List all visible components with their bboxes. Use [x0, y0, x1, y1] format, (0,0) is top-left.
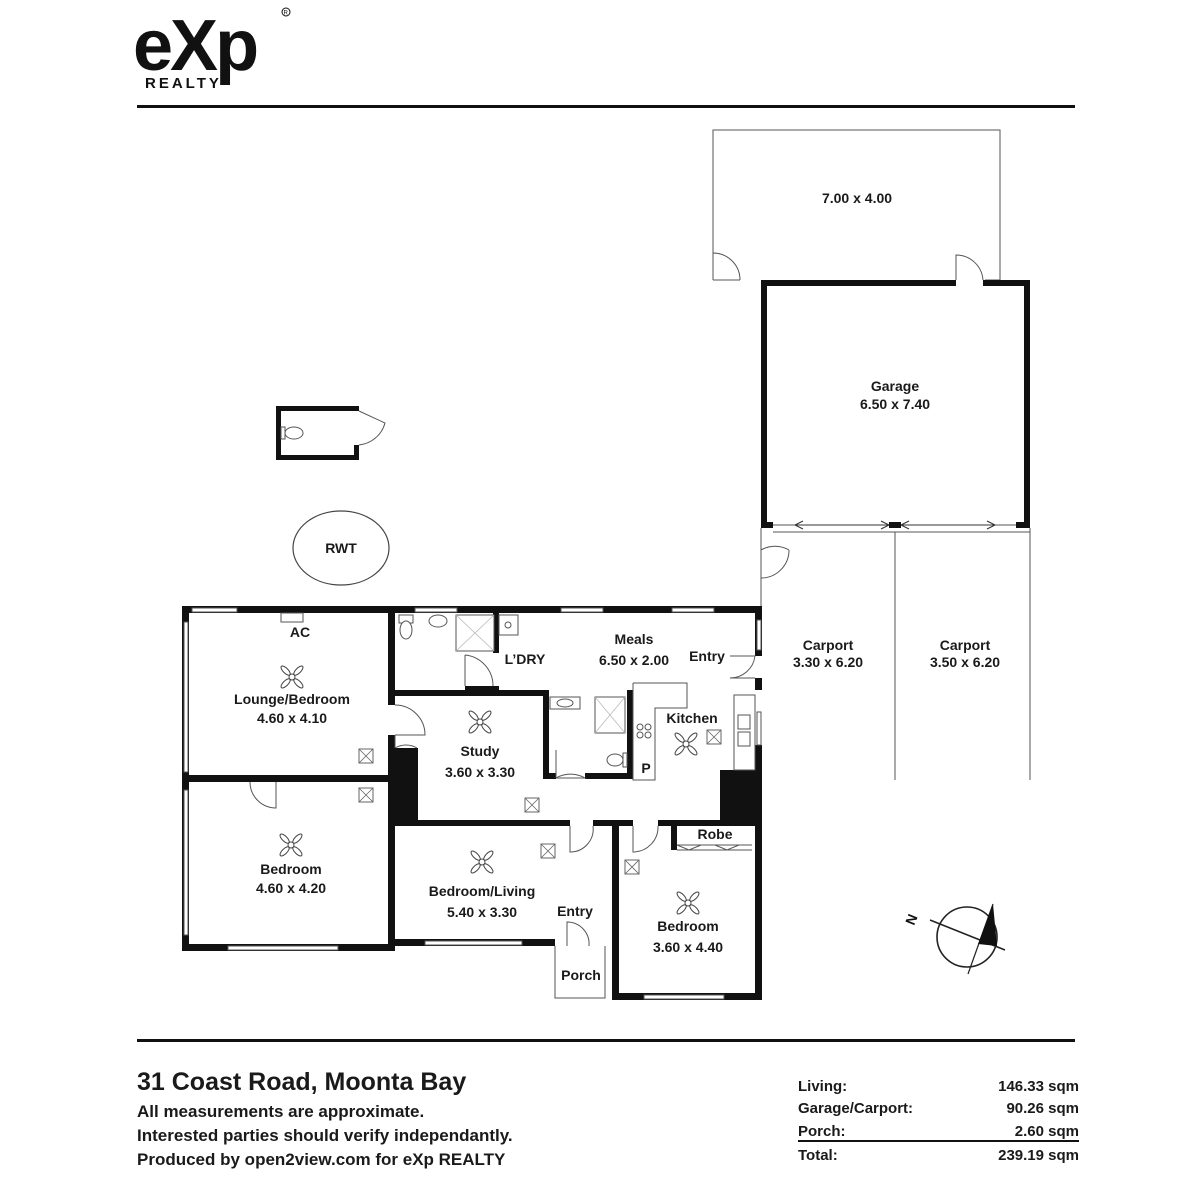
meals-dims: 6.50 x 2.00 [599, 652, 669, 668]
compass-label: N [902, 912, 921, 927]
porch-outline [554, 946, 606, 999]
porch-label: Porch [561, 967, 601, 983]
area-row-living: Living: 146.33 sqm [798, 1072, 1079, 1095]
entry-top-label: Entry [689, 648, 725, 664]
ceiling-fan-icon [674, 732, 698, 756]
laundry-label: L’DRY [505, 651, 546, 667]
ceiling-fans [279, 665, 700, 915]
footer-note-1: All measurements are approximate. [137, 1102, 425, 1121]
area-summary: Living: 146.33 sqm Garage/Carport: 90.26… [798, 1072, 1079, 1164]
ceiling-marker-icon [540, 843, 556, 859]
ceiling-fan-icon [279, 833, 303, 857]
property-address: 31 Coast Road, Moonta Bay [137, 1068, 467, 1096]
footer-note-2: Interested parties should verify indepen… [137, 1126, 513, 1145]
bedroom1-name: Bedroom [260, 861, 321, 877]
garage-dims: 6.50 x 7.40 [860, 396, 930, 412]
carport-outline [760, 528, 1031, 780]
rwt-label: RWT [325, 540, 357, 556]
ceiling-fan-icon [470, 850, 494, 874]
ceiling-marker-icon [706, 729, 722, 745]
ceiling-fan-icon [676, 891, 700, 915]
logo-subtitle: REALTY [145, 75, 222, 92]
meals-name: Meals [615, 631, 654, 647]
brand-logo: eXp R REALTY [133, 6, 303, 101]
bedroom-living-dims: 5.40 x 3.30 [447, 904, 517, 920]
study-dims: 3.60 x 3.30 [445, 764, 515, 780]
rainwater-tank [292, 510, 390, 586]
bedroom1-dims: 4.60 x 4.20 [256, 880, 326, 896]
ceiling-fan-icon [280, 665, 304, 689]
ac-label: AC [290, 624, 310, 640]
kitchen-bench [632, 682, 756, 781]
carport2-name: Carport [940, 637, 991, 653]
ceiling-marker-icon [524, 797, 540, 813]
area-label: Living: [798, 1077, 848, 1095]
carport2-dims: 3.50 x 6.20 [930, 654, 1000, 670]
windows [183, 607, 762, 1000]
entry-bottom-label: Entry [557, 903, 593, 919]
compass-icon: N [902, 903, 1006, 975]
ac-unit [280, 612, 304, 623]
outdoor-door-swings [712, 252, 1000, 281]
ceiling-fan-icon [468, 710, 492, 734]
garage-name: Garage [871, 378, 919, 394]
outdoor-dims: 7.00 x 4.00 [822, 190, 892, 206]
svg-text:R: R [284, 11, 289, 17]
footer-rule [137, 1039, 1075, 1042]
lounge-name: Lounge/Bedroom [234, 691, 350, 707]
area-label: Garage/Carport: [798, 1100, 914, 1117]
outdoor-area-outline [712, 129, 1001, 280]
ceiling-marker-icon [358, 748, 374, 764]
ceiling-marker-icon [358, 787, 374, 803]
kitchen-label: Kitchen [666, 710, 717, 726]
area-row-garage: Garage/Carport: 90.26 sqm [798, 1095, 1079, 1117]
garage-walls [761, 280, 1030, 528]
room-labels: 7.00 x 4.00 Garage 6.50 x 7.40 RWT Carpo… [234, 190, 1000, 983]
lounge-dims: 4.60 x 4.10 [257, 710, 327, 726]
ceiling-marker-icon [624, 859, 640, 875]
area-label: Porch: [798, 1122, 846, 1140]
study-name: Study [461, 743, 500, 759]
logo-wordmark: eXp [133, 6, 257, 86]
bedroom2-dims: 3.60 x 4.40 [653, 939, 723, 955]
area-value: 146.33 sqm [998, 1077, 1079, 1095]
ceiling-markers [358, 729, 722, 875]
area-value: 239.19 sqm [998, 1147, 1079, 1164]
carport1-dims: 3.30 x 6.20 [793, 654, 863, 670]
robe-label: Robe [698, 826, 733, 842]
area-row-total: Total: 239.19 sqm [798, 1142, 1079, 1164]
carport-door-swing [760, 545, 790, 579]
robe-doors [676, 844, 752, 851]
area-value: 90.26 sqm [1006, 1100, 1079, 1117]
garage-door-track [773, 524, 1030, 533]
bedroom2-name: Bedroom [657, 918, 718, 934]
area-row-porch: Porch: 2.60 sqm [798, 1117, 1079, 1142]
area-value: 2.60 sqm [1014, 1122, 1079, 1140]
footer-note-3: Produced by open2view.com for eXp REALTY [137, 1150, 506, 1169]
header-rule [137, 105, 1075, 108]
pantry-label: P [641, 760, 650, 776]
door-swings [249, 654, 756, 947]
area-label: Total: [798, 1147, 838, 1164]
bedroom-living-name: Bedroom/Living [429, 883, 536, 899]
carport1-name: Carport [803, 637, 854, 653]
bathroom-fixtures [398, 614, 628, 768]
outdoor-toilet [276, 406, 386, 460]
